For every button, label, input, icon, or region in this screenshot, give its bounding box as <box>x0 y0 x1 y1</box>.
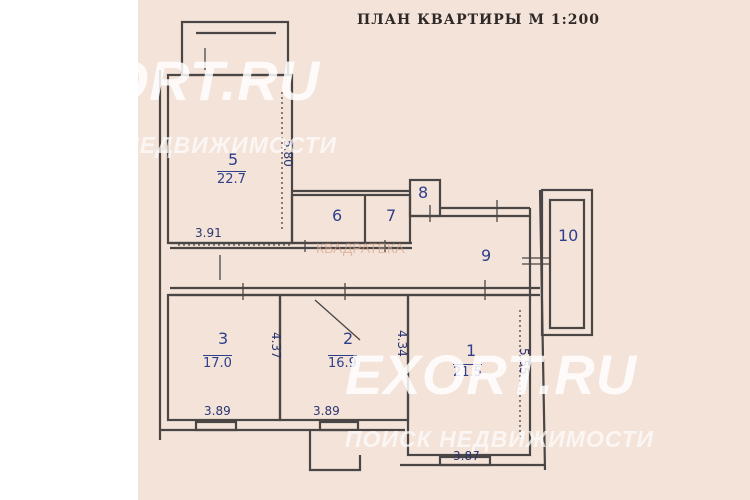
window-room-3 <box>194 420 238 432</box>
room-7-number: 7 <box>386 206 397 225</box>
watermark-tagline-bottom: ПОИСК НЕДВИЖИМОСТИ <box>345 426 655 452</box>
room-10-number: 10 <box>558 226 579 245</box>
balcony-outline <box>308 430 362 472</box>
room-9-number: 9 <box>481 246 492 265</box>
room-5-area: 22.7 <box>217 171 246 187</box>
loggia-walls <box>180 20 290 77</box>
watermark-brand-bottom: EXORT.RU <box>345 343 638 406</box>
room-1-number: 1 <box>466 341 477 360</box>
room-3-area: 17.0 <box>203 355 232 371</box>
room-10-inner <box>548 198 586 330</box>
watermark-center: КВАДРАТЕКА <box>316 240 405 256</box>
dim-room-2-width: 3.89 <box>313 404 340 418</box>
paper-background <box>138 0 750 500</box>
dim-room-3-width: 3.89 <box>204 404 231 418</box>
watermark-brand-top: EXORT.RU <box>28 49 321 112</box>
room-2-number: 2 <box>343 329 354 348</box>
plan-title: ПЛАН КВАРТИРЫ М 1:200 <box>357 12 600 28</box>
door-swing-room-2 <box>314 299 361 341</box>
rooms-6-7-walls <box>290 193 412 245</box>
room-1-walls <box>406 293 532 457</box>
dim-room-1-width: 3.87 <box>453 449 480 463</box>
room-5-number: 5 <box>228 150 239 169</box>
window-room-1 <box>438 455 492 467</box>
watermark-tagline-top: ПОИСК НЕДВИЖИМОСТИ <box>28 132 338 158</box>
room-3-number: 3 <box>218 329 229 348</box>
dim-room-3-height: 4.37 <box>269 332 283 359</box>
room-2-area: 16.9 <box>328 355 357 371</box>
room-1-area: 21.5 <box>453 364 482 380</box>
window-room-2 <box>318 420 360 432</box>
outer-contour-right <box>538 189 547 471</box>
dim-corridor-width: 3.91 <box>195 226 222 240</box>
room-8-number: 8 <box>418 183 429 202</box>
room-6-number: 6 <box>332 206 343 225</box>
